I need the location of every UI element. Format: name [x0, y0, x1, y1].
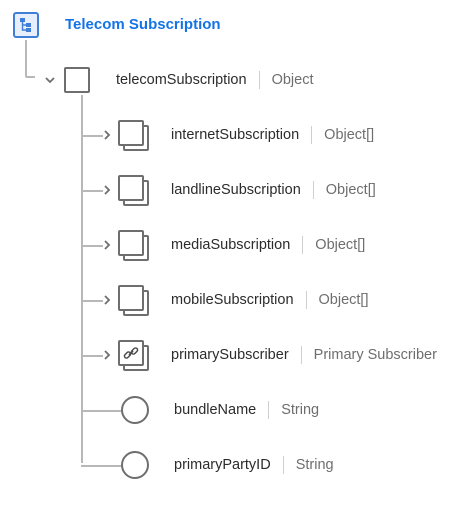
- field-name: mobileSubscription: [171, 292, 294, 308]
- field-name: mediaSubscription: [171, 237, 291, 253]
- separator: [282, 456, 284, 474]
- chevron-right-icon[interactable]: [101, 239, 113, 251]
- schema-tree-icon[interactable]: [13, 12, 39, 38]
- object-array-icon: [118, 174, 149, 206]
- field-type: Object[]: [318, 292, 369, 308]
- chevron-right-icon[interactable]: [101, 294, 113, 306]
- tree-row-internet-subscription[interactable]: internetSubscription Object[]: [101, 119, 375, 151]
- chevron-right-icon[interactable]: [101, 184, 113, 196]
- separator: [258, 71, 260, 89]
- tree-connector: [81, 95, 83, 463]
- tree-connector: [81, 465, 121, 467]
- separator: [302, 236, 304, 254]
- tree-connector: [25, 40, 27, 76]
- separator: [312, 181, 314, 199]
- field-type: Object: [271, 72, 314, 88]
- tree-row-mobile-subscription[interactable]: mobileSubscription Object[]: [101, 284, 369, 316]
- tree-connector: [81, 245, 103, 247]
- tree-connector: [81, 135, 103, 137]
- object-array-icon: [118, 229, 149, 261]
- field-name: telecomSubscription: [116, 72, 247, 88]
- tree-row-landline-subscription[interactable]: landlineSubscription Object[]: [101, 174, 376, 206]
- string-field-icon: [121, 451, 149, 479]
- tree-row-primary-party-i-d[interactable]: primaryPartyID String: [121, 450, 334, 480]
- tree-row-bundle-name[interactable]: bundleName String: [121, 395, 319, 425]
- separator: [311, 126, 313, 144]
- link-icon: [118, 339, 149, 371]
- field-name: primarySubscriber: [171, 347, 289, 363]
- tree-connector: [81, 355, 103, 357]
- chevron-down-icon[interactable]: [44, 74, 56, 86]
- separator: [268, 401, 270, 419]
- chevron-right-icon[interactable]: [101, 129, 113, 141]
- chevron-right-icon[interactable]: [101, 349, 113, 361]
- field-name: internetSubscription: [171, 127, 300, 143]
- field-type: String: [281, 402, 320, 418]
- string-field-icon: [121, 396, 149, 424]
- field-name: primaryPartyID: [174, 457, 271, 473]
- field-type: Primary Subscriber: [313, 347, 437, 363]
- object-array-icon: [118, 284, 149, 316]
- tree-connector: [25, 76, 35, 78]
- tree-row-media-subscription[interactable]: mediaSubscription Object[]: [101, 229, 366, 261]
- object-array-icon: [118, 119, 149, 151]
- separator: [305, 291, 307, 309]
- field-name: bundleName: [174, 402, 257, 418]
- field-type: Object[]: [315, 237, 366, 253]
- schema-title[interactable]: Telecom Subscription: [65, 16, 221, 33]
- tree-connector: [81, 410, 121, 412]
- tree-connector: [81, 190, 103, 192]
- tree-row-primary-subscriber[interactable]: primarySubscriber Primary Subscriber: [101, 339, 437, 371]
- tree-row-telecom-subscription[interactable]: telecomSubscription Object: [44, 65, 314, 95]
- field-type: Object[]: [325, 182, 376, 198]
- field-type: Object[]: [324, 127, 375, 143]
- separator: [300, 346, 302, 364]
- object-icon: [64, 67, 90, 93]
- tree-connector: [81, 300, 103, 302]
- field-type: String: [295, 457, 334, 473]
- field-name: landlineSubscription: [171, 182, 301, 198]
